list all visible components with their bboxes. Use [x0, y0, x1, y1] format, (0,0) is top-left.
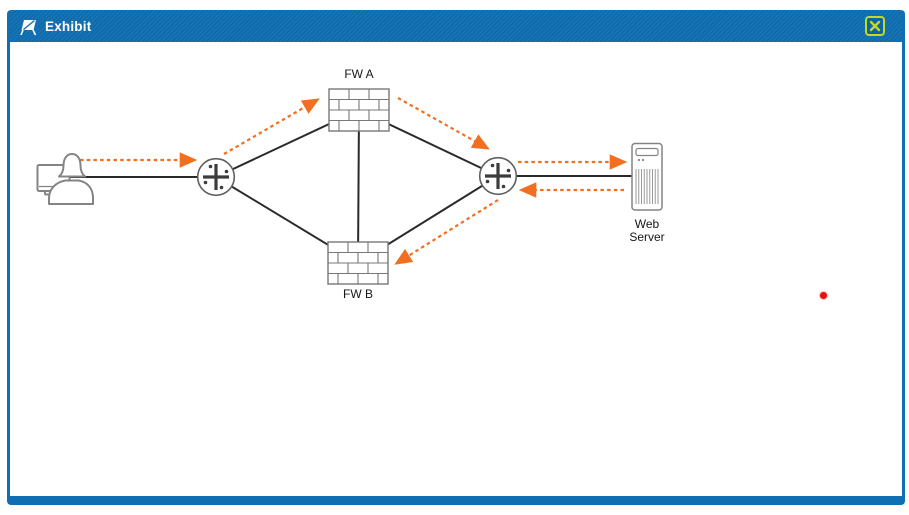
- exhibit-titlebar[interactable]: Exhibit: [10, 10, 902, 42]
- close-x-icon: [869, 20, 881, 32]
- window-title: Exhibit: [45, 18, 92, 34]
- firewall-a-icon: [328, 88, 390, 132]
- exhibit-easel-icon: [20, 19, 37, 35]
- flow-router1-to-fwa: [223, 98, 320, 155]
- router-left-icon: [196, 157, 236, 197]
- flow-router2-to-fwb: [394, 199, 499, 265]
- traffic-flow-arrows: [80, 97, 628, 265]
- web-server-icon: [631, 142, 663, 211]
- link-fwa-fwb: [357, 109, 360, 264]
- firewall-a-label: FW A: [344, 67, 374, 81]
- network-links-layer: [65, 97, 647, 265]
- router-right-icon: [478, 156, 518, 196]
- close-button[interactable]: [865, 16, 885, 36]
- pointer-dot: [820, 292, 827, 299]
- network-diagram-canvas: FW A FW B: [10, 42, 902, 496]
- user-workstation-icon: [36, 153, 94, 205]
- flow-fwa-to-router2: [397, 97, 490, 150]
- web-server-label: Web Server: [629, 217, 665, 244]
- firewall-b-label: FW B: [343, 287, 373, 301]
- firewall-b-icon: [327, 241, 389, 285]
- exhibit-window: Exhibit: [7, 10, 905, 505]
